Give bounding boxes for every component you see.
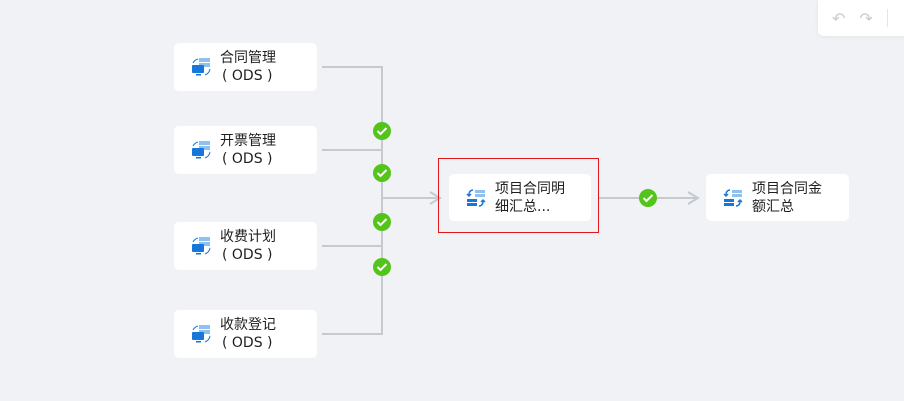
arrow-icon (687, 191, 700, 205)
redo-icon[interactable]: ↷ (859, 8, 873, 28)
selection-outline (438, 158, 599, 233)
success-check-icon (373, 122, 391, 140)
node-title: 开票管理 (220, 133, 276, 149)
source-node-contract[interactable]: 合同管理 ( ODS ) (174, 43, 317, 91)
node-title: 收款登记 (220, 317, 276, 333)
node-title: 收费计划 (220, 229, 276, 245)
node-title: 细汇总... (495, 198, 551, 215)
node-title: 额汇总 (752, 198, 794, 215)
ods-table-icon (192, 141, 211, 159)
middle-node-project-contract-detail[interactable]: 项目合同明细汇总... (449, 174, 591, 221)
transform-table-icon (723, 188, 743, 207)
source-node-invoice[interactable]: 开票管理 ( ODS ) (174, 126, 317, 174)
node-subtitle: ( ODS ) (222, 335, 273, 351)
node-subtitle: ( ODS ) (222, 247, 273, 263)
divider (886, 9, 888, 27)
transform-table-icon (466, 188, 486, 207)
success-check-icon (373, 164, 391, 182)
target-node-project-contract-amount[interactable]: 项目合同金额汇总 (706, 174, 849, 221)
node-subtitle: ( ODS ) (222, 68, 273, 84)
success-check-icon (373, 213, 391, 231)
ods-table-icon (192, 325, 211, 343)
ods-table-icon (192, 237, 211, 255)
undo-icon[interactable]: ↶ (832, 8, 846, 28)
node-title: 合同管理 (220, 50, 276, 66)
success-check-icon (373, 258, 391, 276)
source-node-payment[interactable]: 收款登记 ( ODS ) (174, 310, 317, 358)
node-subtitle: ( ODS ) (222, 151, 273, 167)
node-title: 项目合同金 (752, 180, 822, 197)
node-title: 项目合同明 (495, 180, 565, 197)
success-check-icon (639, 189, 657, 207)
arrow-icon (429, 191, 442, 205)
toolbar: ↶ ↷ (818, 0, 904, 36)
ods-table-icon (192, 58, 211, 76)
check-icons (373, 122, 657, 276)
source-node-fee-plan[interactable]: 收费计划 ( ODS ) (174, 222, 317, 270)
